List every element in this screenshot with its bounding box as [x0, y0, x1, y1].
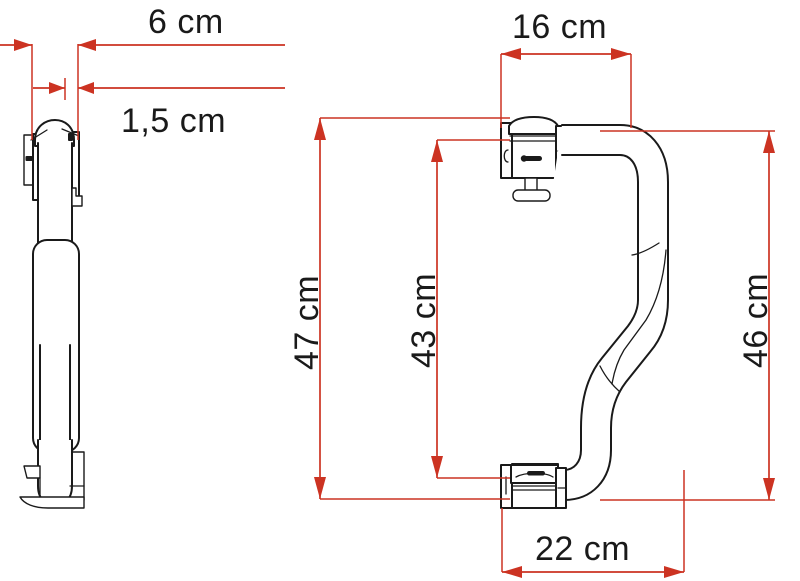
right-front-view-part — [500, 116, 669, 509]
dim-47cm-arrow-bottom — [314, 477, 326, 499]
dim-15cm-arrow-right — [78, 82, 94, 94]
dim-label-16cm: 16 cm — [512, 8, 607, 46]
dim-label-22cm: 22 cm — [535, 530, 630, 568]
left-side-view-part — [19, 119, 85, 509]
dim-47cm-arrow-top — [314, 118, 326, 140]
left-view-dimensions: 6 cm 1,5 cm — [0, 3, 285, 140]
dim-43cm-arrow-top — [431, 140, 443, 162]
dim-15cm-arrow-left — [49, 82, 65, 94]
dim-46cm-arrow-top — [763, 131, 775, 153]
dim-16cm-arrow-right — [611, 48, 631, 60]
dim-46cm-arrow-bottom — [763, 478, 775, 500]
dim-label-47cm: 47 cm — [288, 275, 326, 370]
dim-label-6cm: 6 cm — [148, 3, 224, 41]
dim-label-1-5cm: 1,5 cm — [121, 102, 226, 140]
dim-label-46cm: 46 cm — [737, 273, 775, 368]
dim-6cm-arrow-right — [78, 39, 96, 51]
dim-6cm-arrow-left — [14, 39, 32, 51]
dim-22cm-arrow-left — [502, 566, 522, 578]
dim-16cm-arrow-left — [501, 48, 521, 60]
right-view-dimensions: 16 cm 47 cm 43 cm 46 cm — [288, 8, 775, 578]
dim-43cm-arrow-bottom — [431, 456, 443, 478]
dim-label-43cm: 43 cm — [405, 273, 443, 368]
dim-22cm-arrow-right — [664, 566, 684, 578]
